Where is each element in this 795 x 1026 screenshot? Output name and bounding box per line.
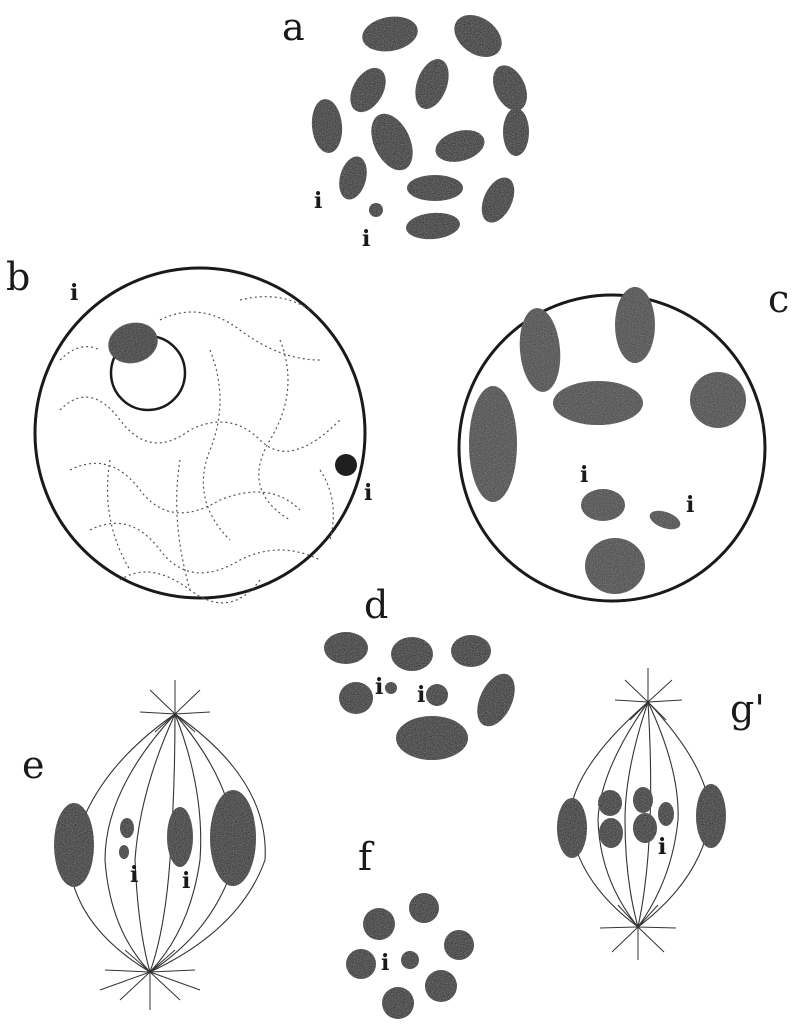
small-chromosome (647, 507, 683, 533)
marker-label: i (70, 280, 78, 306)
chromosome (516, 306, 563, 393)
chromosome (503, 108, 529, 156)
chromosome (382, 987, 414, 1019)
small-chromosome (369, 203, 383, 217)
chromosome (363, 908, 395, 940)
marker-label: i (130, 862, 138, 888)
chromosome (346, 949, 376, 979)
chromosome (553, 381, 643, 425)
chromosome (557, 798, 587, 858)
marker-label: i (580, 462, 588, 488)
marker-label: i (182, 868, 190, 894)
chromosome (446, 6, 509, 65)
small-chromosome (385, 682, 397, 694)
panel-c: c i i (459, 277, 789, 601)
chromosome (409, 54, 455, 113)
chromosome (405, 211, 461, 242)
marker-label: i (658, 834, 666, 860)
panel-a: a i i (282, 5, 534, 252)
chromosome (339, 682, 373, 714)
chromosome (425, 970, 457, 1002)
marker-label: i (362, 226, 370, 252)
chromosome (451, 635, 491, 667)
chromosome (54, 803, 94, 887)
chromosome (396, 716, 468, 760)
marker-label: i (417, 682, 425, 708)
spindle (570, 668, 710, 960)
marker-label: i (364, 480, 372, 506)
marker-label: i (381, 950, 389, 976)
panel-label-e: e (22, 743, 45, 787)
chromosome (581, 489, 625, 521)
chromatin-network (60, 297, 340, 603)
small-chromosome (426, 684, 448, 706)
chromosome (633, 813, 657, 843)
panel-f: f i (346, 835, 474, 1019)
panel-g: g' (557, 668, 765, 960)
chromosome (444, 930, 474, 960)
cell-outline (35, 268, 365, 598)
chromosome (690, 372, 746, 428)
chromosome (335, 153, 372, 202)
chromosome (475, 172, 521, 227)
small-chromosome (658, 802, 674, 826)
panel-label-f: f (358, 835, 375, 879)
panel-label-g: g' (730, 687, 765, 731)
panel-label-c: c (768, 277, 789, 321)
panel-e: e (22, 680, 265, 1010)
chromosome (432, 125, 488, 167)
chromosome (324, 632, 368, 664)
chromosome (310, 98, 345, 154)
marker-label: i (314, 188, 322, 214)
chromosome (407, 175, 463, 201)
chromosome (599, 818, 623, 848)
chromosome (469, 386, 517, 502)
chromosome (615, 287, 655, 363)
panel-label-b: b (6, 255, 30, 299)
chromosome (359, 12, 420, 55)
chromosome (391, 637, 433, 671)
chromosome (696, 784, 726, 848)
marker-label: i (375, 674, 383, 700)
chromosome (409, 893, 439, 923)
chromosome (585, 538, 645, 594)
small-chromosome (335, 454, 357, 476)
small-chromosome (120, 818, 134, 838)
chromosome (598, 790, 622, 816)
chromosome (210, 790, 256, 886)
chromosome (167, 807, 193, 867)
chromosome (470, 668, 523, 732)
small-chromosome (401, 951, 419, 969)
chromosome (633, 787, 653, 813)
small-chromosome (119, 845, 129, 859)
chromosome (363, 107, 421, 177)
marker-label: i (686, 492, 694, 518)
panel-label-a: a (282, 5, 305, 49)
panel-label-d: d (364, 583, 388, 627)
panel-b: b i i (6, 255, 372, 603)
panel-d: d i i (324, 583, 522, 760)
chromosome (486, 60, 533, 116)
chromosome (343, 62, 393, 119)
